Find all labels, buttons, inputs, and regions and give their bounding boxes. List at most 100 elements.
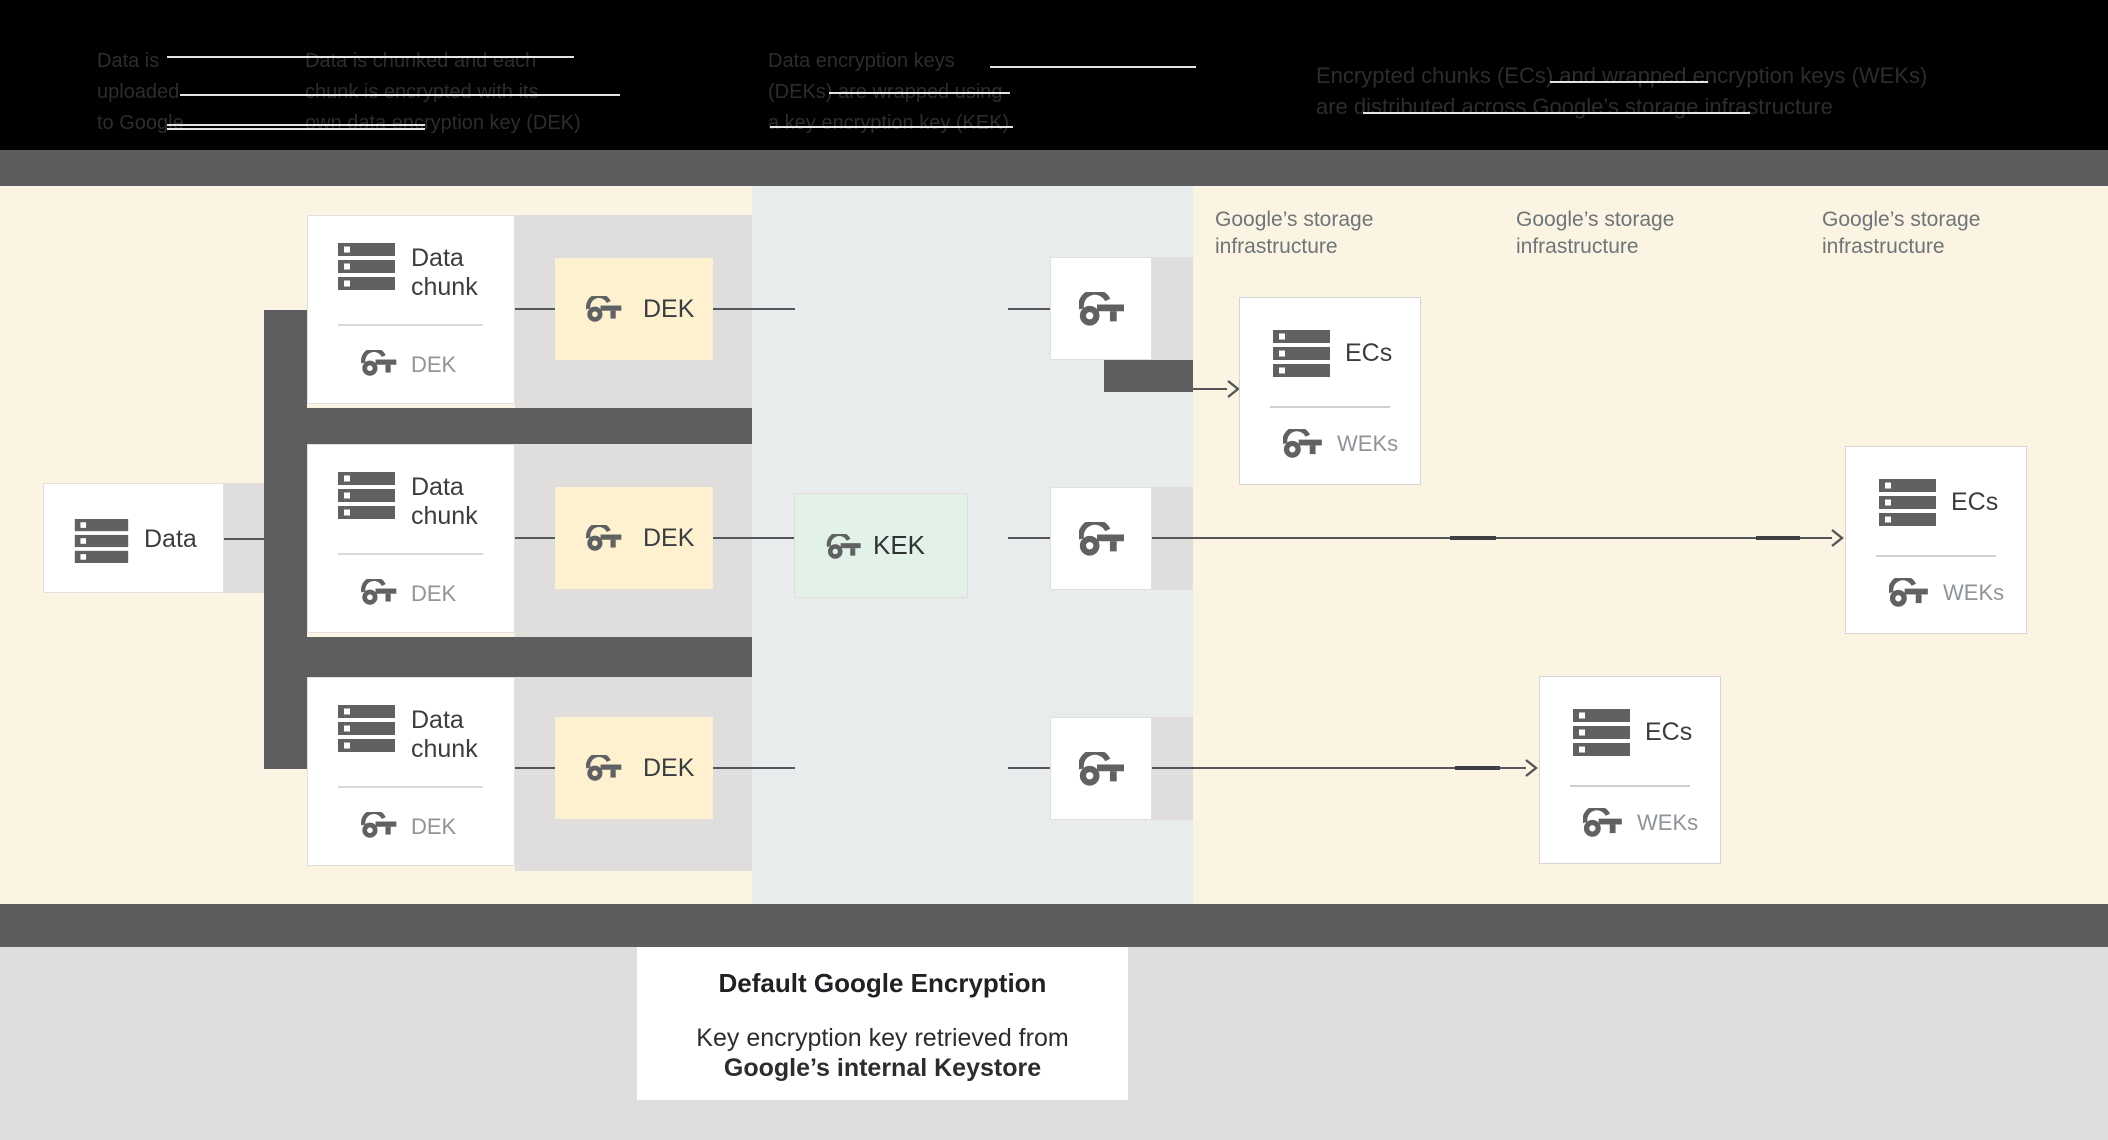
footer-card-line: Key encryption key retrieved from [696,1024,1069,1052]
redaction-streak [167,124,425,126]
key-icon [1889,578,1928,607]
weks-label: WEKs [1337,431,1399,456]
kek-box-label: KEK [873,530,926,560]
redaction-streak [167,128,425,130]
footer-card-title: Default Google Encryption [718,968,1047,998]
ecs-box-label: ECs [1345,339,1393,367]
redaction-streak [1550,81,1708,83]
chunk-to-dek-line [515,308,555,310]
caption-line: uploaded [97,81,180,103]
caption-line: chunk is encrypted with its [305,81,539,103]
flow-line-segment [1756,536,1800,540]
chunk-title-line: Data [411,706,464,734]
database-icon [1879,479,1936,526]
chunk-title-line: chunk [411,735,478,763]
flow-line-1 [1193,388,1227,390]
footer-card-line-bold: Google’s internal Keystore [723,1054,1042,1082]
ecs-box [1845,446,2027,634]
data-chunk-title: Data chunk [411,244,478,302]
dek-box-label: DEK [643,754,695,782]
redaction-streak [180,94,620,96]
dek-box-label: DEK [643,295,695,323]
ecs-divider [1570,785,1690,787]
database-icon [73,519,130,563]
dek-sublabel: DEK [411,352,457,377]
storage-label-line: Google’s storage [1822,208,1981,231]
storage-label-line: Google’s storage [1215,208,1374,231]
chunk-to-dek-line [515,767,555,769]
key-icon [825,534,863,559]
key-icon [360,812,398,838]
flow-line-segment [1455,766,1500,770]
caption-line: a key encryption key (KEK) [768,112,1010,134]
caption-column-2: Data is chunked and each chunk is encryp… [305,46,581,139]
redaction-streak [770,126,1013,128]
flow-line-3 [1152,767,1526,769]
chunk-title-line: chunk [411,273,478,301]
dek-sublabel: DEK [411,814,457,839]
chunk-divider [338,553,483,555]
dek-out-line [713,308,795,310]
database-icon [1273,330,1330,377]
database-icon [1573,709,1630,756]
footer-card: Default Google Encryption Key encryption… [637,947,1128,1100]
dek-box [555,487,713,589]
wrap-output-bar [1104,360,1193,392]
bottom-divider-band [0,904,2108,947]
chunk-title-line: chunk [411,502,478,530]
arrowhead-icon [1524,758,1538,778]
wrapped-key-box [1050,487,1152,590]
caption-line: Data encryption keys [768,50,955,72]
data-to-trunk-line [224,538,264,540]
key-icon [585,755,623,781]
connector-trunk-vertical [264,310,307,769]
chunk-divider [338,786,483,788]
caption-line: Encrypted chunks (ECs) and wrapped encry… [1316,63,1928,88]
caption-header: Data is uploaded to Google Data is chunk… [0,0,2108,150]
key-icon [1079,292,1124,326]
footer-card-spacer [637,999,1128,1023]
redaction-streak [990,66,1196,68]
top-divider-band [0,150,2108,186]
ecs-divider [1876,555,1996,557]
storage-label-line: infrastructure [1822,235,1945,258]
key-icon [585,296,623,322]
dek-out-line [713,767,795,769]
redaction-streak [829,92,1010,94]
arrowhead-icon [1830,528,1844,548]
weks-label: WEKs [1943,580,2005,605]
storage-label-3: Google’s storage infrastructure [1822,206,1980,260]
ecs-box [1239,297,1421,485]
caption-column-4: Encrypted chunks (ECs) and wrapped encry… [1316,60,1927,122]
wrap-in-line [1008,767,1050,769]
key-icon [1583,808,1622,837]
storage-label-line: infrastructure [1516,235,1639,258]
caption-line: Data is [97,50,160,72]
chunk-to-dek-line [515,537,555,539]
chunk-title-line: Data [411,244,464,272]
chunk-title-line: Data [411,473,464,501]
storage-label-line: infrastructure [1215,235,1338,258]
ecs-box-label: ECs [1645,718,1693,746]
wrap-in-line [1008,308,1050,310]
connector-branch-upper [264,408,752,444]
storage-label-2: Google’s storage infrastructure [1516,206,1674,260]
database-icon [338,243,395,290]
data-chunk-title: Data chunk [411,706,478,764]
arrowhead-icon [1226,379,1240,399]
redaction-streak [167,56,574,58]
wrapped-key-strip [1152,257,1193,360]
caption-line: Data is chunked and each [305,50,537,72]
key-icon [1283,429,1322,458]
caption-line: to Google [97,112,184,134]
data-chunk-title: Data chunk [411,473,478,531]
flow-line-segment [1450,536,1496,540]
connector-branch-lower [264,637,752,677]
chunk-divider [338,324,483,326]
key-icon [1079,752,1124,786]
dek-box [555,717,713,819]
ecs-box [1539,676,1721,864]
database-icon [338,705,395,752]
kek-box [794,493,968,598]
ecs-divider [1270,406,1390,408]
